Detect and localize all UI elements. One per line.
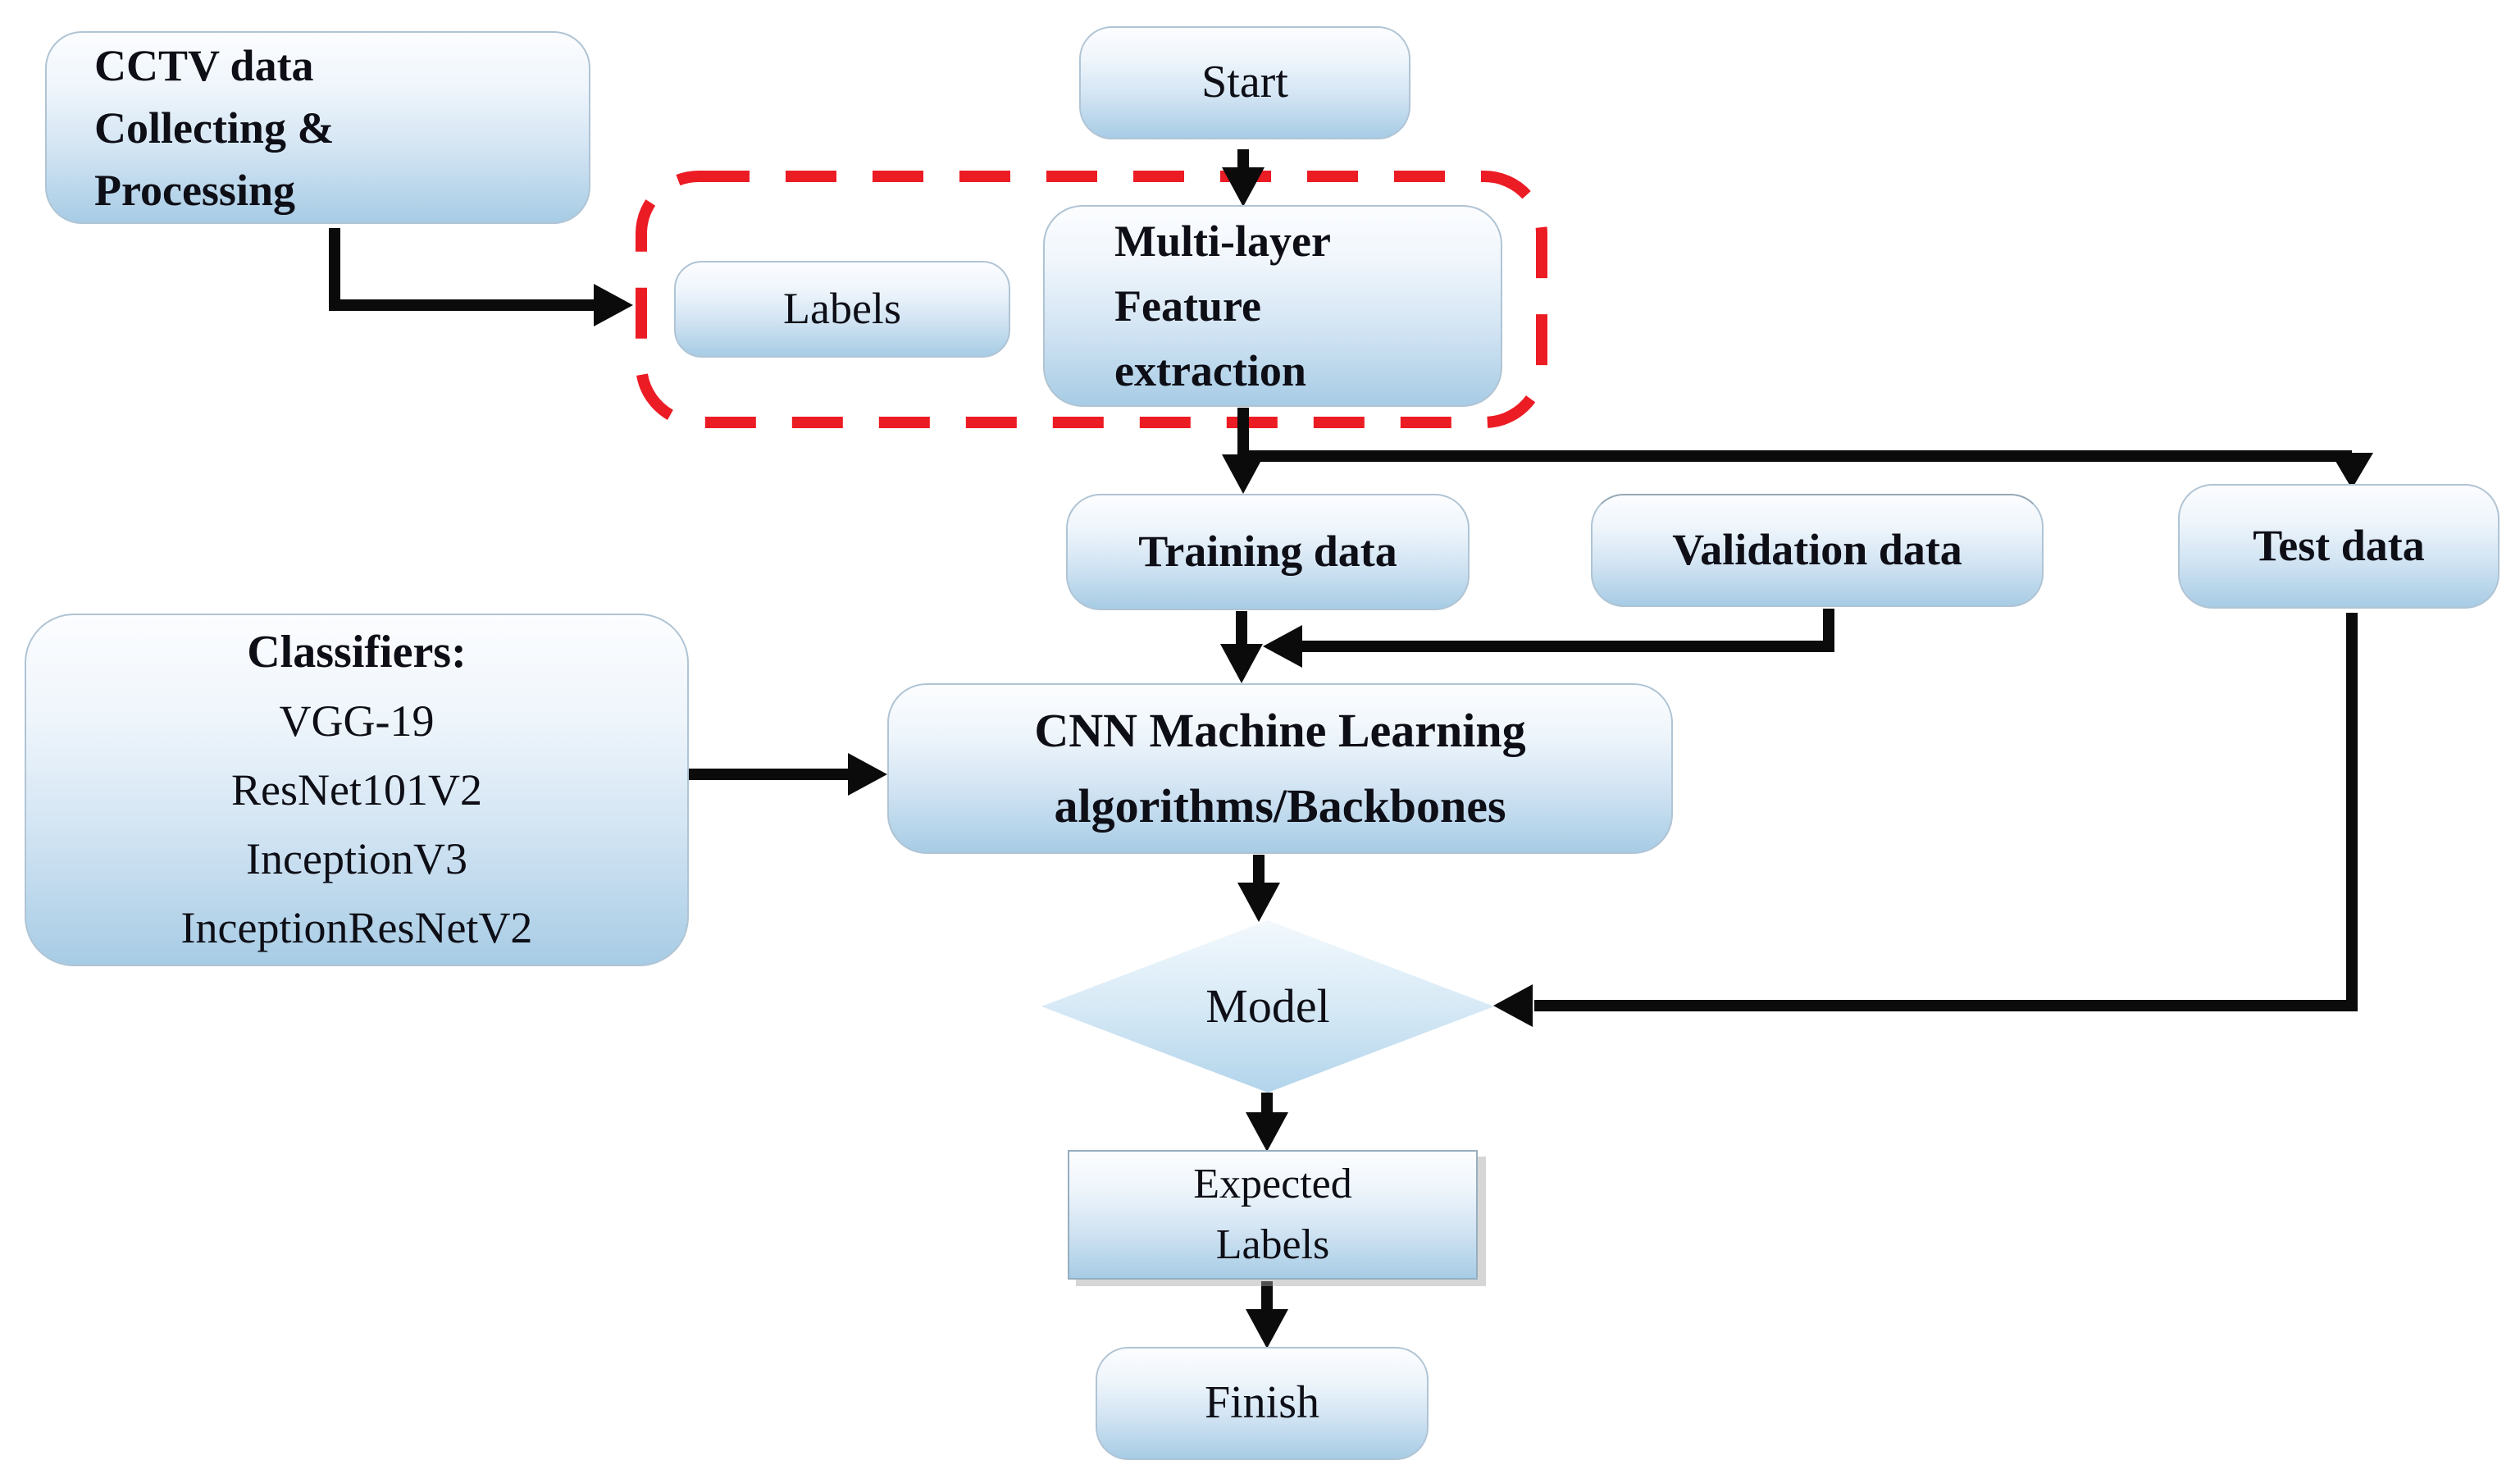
node-multilayer-feature-extraction: Multi-layer Feature extraction — [1043, 205, 1502, 407]
classifiers-title: Classifiers: — [247, 627, 467, 678]
node-label-line: CNN Machine Learning — [1034, 704, 1526, 757]
feature-extraction-group-outline — [636, 171, 1547, 428]
arrow-branch-to-test — [1243, 450, 2373, 489]
arrow-model-to-expected — [1246, 1093, 1288, 1152]
node-cctv-data-collecting: CCTV data Collecting & Processing — [45, 31, 590, 224]
arrow-expected-to-finish — [1246, 1281, 1288, 1349]
node-label: Start — [1201, 57, 1288, 108]
arrow-start-to-multilayer — [1222, 149, 1265, 207]
node-cnn-machine-learning: CNN Machine Learning algorithms/Backbone… — [887, 683, 1673, 854]
arrow-classifiers-to-cnn — [689, 753, 887, 796]
arrow-cctv-to-labels-group — [329, 228, 633, 326]
node-label-line: algorithms/Backbones — [1054, 779, 1506, 833]
node-label: Test data — [2253, 521, 2425, 571]
node-label-line: CCTV data — [94, 40, 314, 90]
arrow-cnn-to-model — [1237, 855, 1280, 922]
node-label-line: extraction — [1114, 345, 1306, 395]
node-classifiers-list: Classifiers: VGG-19 ResNet101V2 Inceptio… — [25, 614, 689, 966]
node-label-line: Labels — [1215, 1221, 1330, 1268]
node-label-line: Processing — [94, 165, 295, 215]
node-label: Finish — [1204, 1377, 1320, 1429]
node-label: Training data — [1138, 527, 1397, 577]
classifier-item: VGG-19 — [279, 696, 435, 746]
node-label-line: Multi-layer — [1114, 216, 1331, 266]
node-label: Validation data — [1672, 525, 1962, 575]
node-training-data: Training data — [1066, 494, 1470, 610]
node-finish: Finish — [1096, 1347, 1429, 1460]
node-label-line: Feature — [1114, 281, 1261, 331]
node-label-line: Collecting & — [94, 103, 335, 153]
arrow-test-to-model — [1493, 613, 2358, 1027]
node-labels: Labels — [674, 261, 1010, 358]
node-label: Labels — [783, 284, 901, 334]
node-start: Start — [1079, 26, 1410, 139]
classifier-item: ResNet101V2 — [231, 765, 482, 815]
node-test-data: Test data — [2178, 484, 2499, 609]
node-label: Model — [1205, 979, 1330, 1033]
classifier-item: InceptionV3 — [246, 834, 467, 883]
node-label-line: Expected — [1193, 1161, 1352, 1207]
arrow-validation-to-junction — [1263, 609, 1834, 668]
classifier-item: InceptionResNetV2 — [180, 903, 533, 952]
node-expected-labels: Expected Labels — [1068, 1150, 1478, 1280]
arrow-multilayer-to-training — [1222, 408, 1265, 494]
arrow-training-to-cnn — [1220, 611, 1263, 683]
node-validation-data: Validation data — [1591, 494, 2044, 607]
